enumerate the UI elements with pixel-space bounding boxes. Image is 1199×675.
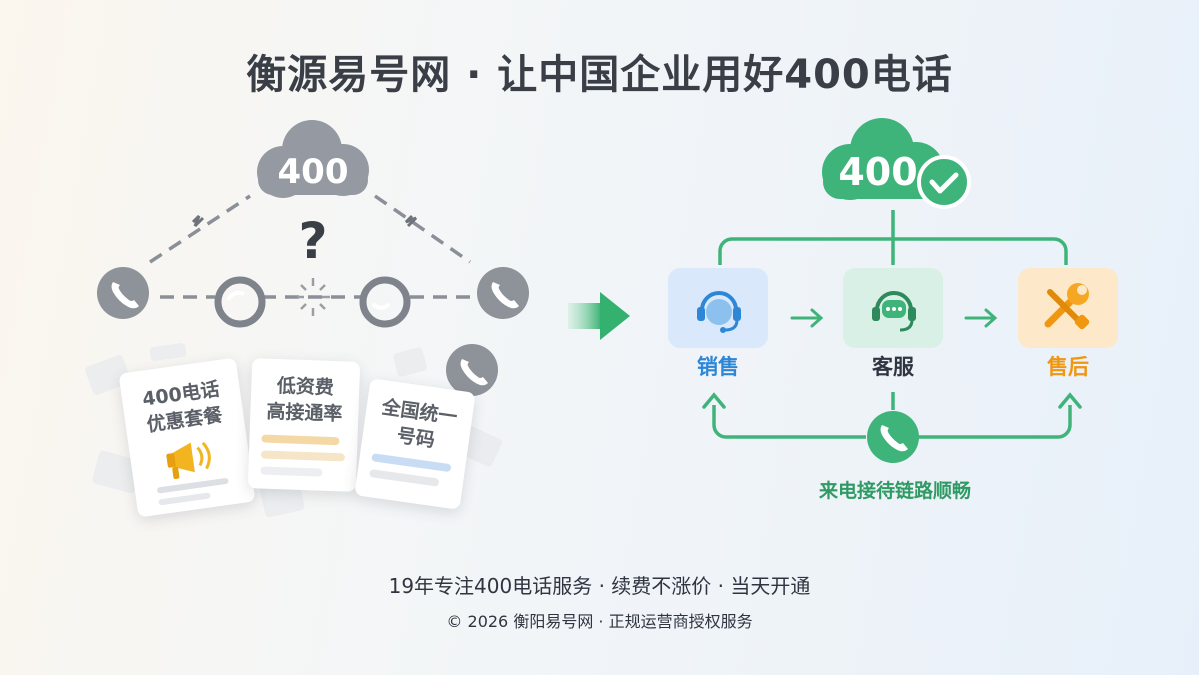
loop-caption: 来电接待链路顺畅: [818, 480, 971, 502]
cloud-icon-grey: [257, 120, 369, 198]
spark-icon: [297, 278, 330, 316]
headset-agent-icon: [697, 291, 741, 333]
phone-icon-lower: [446, 344, 498, 396]
node-sales[interactable]: [668, 268, 768, 348]
cloud-label-right: 400: [838, 150, 917, 194]
node-aftersales-label: 售后: [1047, 355, 1089, 379]
transition-arrow-icon: [568, 292, 630, 340]
phone-icon-green: [867, 411, 919, 463]
question-mark: ?: [298, 212, 327, 270]
cloud-icon-green: [822, 118, 944, 200]
flow-arrows: [790, 308, 998, 328]
promo-card-3: 全国统一 号码: [354, 378, 476, 510]
promo-card-2-line1: 低资费: [276, 375, 335, 400]
node-service-label: 客服: [872, 355, 914, 379]
broken-link-icon-right: [359, 276, 411, 328]
phone-icon-left: [97, 267, 149, 319]
page-title: 衡源易号网 · 让中国企业用好400电话: [246, 52, 953, 98]
node-aftersales[interactable]: [1018, 268, 1118, 348]
phone-icon-right: [477, 267, 529, 319]
node-service[interactable]: [843, 268, 943, 348]
megaphone-icon: [166, 441, 211, 480]
cloud-label-left: 400: [278, 152, 349, 192]
node-sales-label: 销售: [697, 355, 739, 379]
promo-card-1: 400电话 优惠套餐: [118, 357, 256, 518]
broken-dashed-lines: [149, 194, 471, 299]
footer-copyright: © 2026 衡阳易号网 · 正规运营商授权服务: [446, 612, 753, 631]
headset-chat-icon: [872, 291, 916, 332]
checkmark-icon: [917, 155, 971, 209]
footer-tagline: 19年专注400电话服务 · 续费不涨价 · 当天开通: [388, 574, 811, 598]
wrench-tools-icon: [1044, 283, 1090, 330]
promo-card-2-line2: 高接通率: [266, 400, 343, 426]
promo-card-2: 低资费 高接通率: [247, 358, 361, 492]
broken-link-icon-left: [214, 276, 266, 328]
right-network: 400: [702, 118, 1082, 463]
connector-lines: [712, 210, 1072, 439]
break-marks: [191, 214, 418, 228]
